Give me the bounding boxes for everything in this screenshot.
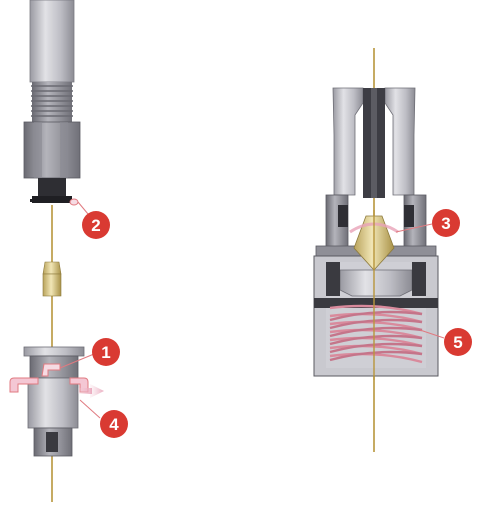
nut-thread	[31, 82, 73, 122]
cross-section-assembly: 3 5	[313, 48, 472, 452]
clip-holder	[9, 346, 104, 457]
callout-2: 2	[77, 201, 110, 239]
callout-4-label: 4	[109, 415, 119, 434]
callout-1-label: 1	[101, 343, 110, 362]
callout-3: 3	[395, 209, 460, 237]
fitting-nut	[23, 0, 81, 206]
callout-5: 5	[419, 328, 472, 356]
section-nut	[332, 87, 416, 198]
ferrule	[42, 261, 62, 297]
callout-1: 1	[59, 338, 120, 369]
callout-2-label: 2	[91, 216, 100, 235]
callout-4: 4	[79, 399, 128, 438]
exploded-assembly: 2 1 4	[9, 0, 128, 502]
callout-5-label: 5	[453, 333, 462, 352]
section-spring	[329, 304, 423, 364]
callout-3-label: 3	[441, 214, 450, 233]
